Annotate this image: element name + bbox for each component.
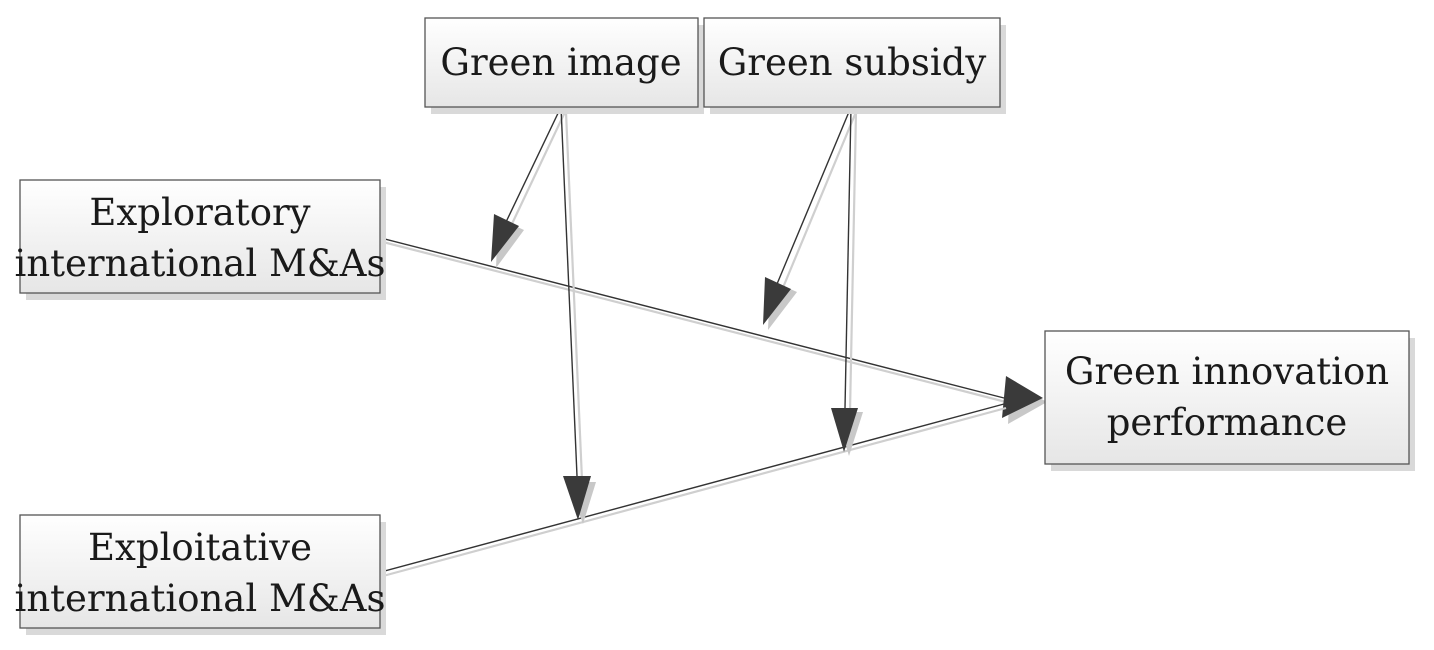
node-green-image-label: Green image	[440, 41, 681, 84]
edge-green-subsidy-moderates-exploratory	[763, 106, 858, 330]
edge-green-subsidy-moderates-exploitative	[831, 106, 863, 456]
arrowhead-exploratory-performance	[1002, 376, 1043, 418]
node-green-image: Green image	[424, 17, 704, 114]
node-performance-label-line2: performance	[1107, 401, 1348, 444]
node-performance: Green innovation performance	[1044, 330, 1415, 471]
arrowhead-green-image-exploratory	[491, 214, 519, 262]
arrowhead-green-image-exploitative	[563, 476, 591, 520]
node-exploratory-label-line2: international M&As	[15, 242, 386, 285]
arrowhead-green-subsidy-exploratory	[763, 277, 791, 325]
edge-green-image-moderates-exploitative	[560, 106, 596, 524]
edge-green-image-moderates-exploratory	[491, 106, 566, 268]
node-exploitative: Exploitative international M&As	[15, 514, 386, 635]
node-exploratory: Exploratory international M&As	[15, 179, 386, 300]
node-exploratory-label-line1: Exploratory	[89, 191, 310, 234]
edge-exploratory-to-performance	[380, 237, 1047, 424]
edge-exploitative-to-performance	[380, 403, 1007, 578]
node-green-subsidy: Green subsidy	[703, 17, 1006, 114]
node-performance-label-line1: Green innovation	[1065, 350, 1389, 393]
arrowhead-green-subsidy-exploitative	[831, 408, 858, 452]
connectors	[380, 106, 1047, 578]
node-exploitative-label-line2: international M&As	[15, 577, 386, 620]
node-exploitative-label-line1: Exploitative	[88, 526, 312, 569]
node-green-subsidy-label: Green subsidy	[718, 41, 987, 84]
